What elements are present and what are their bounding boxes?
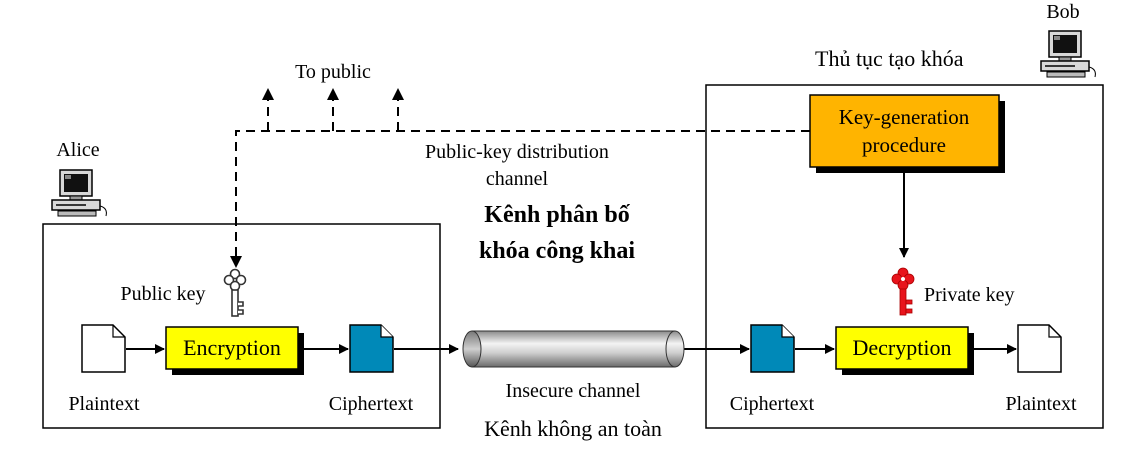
distribution-channel-label-line2: channel — [486, 168, 549, 190]
key-generation-title: Thủ tục tạo khóa — [815, 46, 964, 71]
public-key-label: Public key — [121, 283, 206, 305]
keygen-box — [809, 94, 1000, 168]
plaintext-left-label: Plaintext — [68, 393, 140, 415]
alice-box — [42, 223, 441, 429]
private-key-icon — [891, 267, 915, 316]
keygen-label-line2: procedure — [862, 133, 946, 157]
distribution-channel-dashed — [235, 98, 810, 258]
public-key-icon — [223, 268, 247, 317]
private-key-label: Private key — [924, 284, 1015, 306]
distribution-channel-label-line1: Public-key distribution — [425, 141, 609, 163]
encryption-box — [165, 326, 299, 370]
ciphertext-right-label: Ciphertext — [730, 393, 815, 415]
distribution-channel-vi-line2: khóa công khai — [479, 238, 635, 264]
to-public-label: To public — [295, 61, 371, 83]
ciphertext-left-label: Ciphertext — [329, 393, 414, 415]
to-public-arrowheads — [230, 88, 404, 268]
insecure-channel-vi-label: Kênh không an toàn — [484, 416, 662, 441]
plaintext-right-label: Plaintext — [1005, 393, 1077, 415]
decryption-label: Decryption — [853, 335, 952, 360]
decryption-box — [835, 326, 969, 370]
bob-box — [705, 84, 1104, 429]
insecure-channel-pipe — [462, 330, 685, 368]
alice-computer-icon — [51, 169, 107, 217]
plaintext-right-doc-icon — [1017, 324, 1062, 373]
plaintext-left-doc-icon — [81, 324, 126, 373]
distribution-channel-vi-line1: Kênh phân bố — [484, 202, 630, 228]
bob-label: Bob — [1046, 1, 1079, 23]
insecure-channel-label: Insecure channel — [506, 380, 641, 402]
alice-label: Alice — [56, 139, 99, 161]
bob-computer-icon — [1040, 30, 1096, 78]
encryption-label: Encryption — [183, 335, 281, 360]
keygen-label-line1: Key-generation — [839, 105, 970, 129]
